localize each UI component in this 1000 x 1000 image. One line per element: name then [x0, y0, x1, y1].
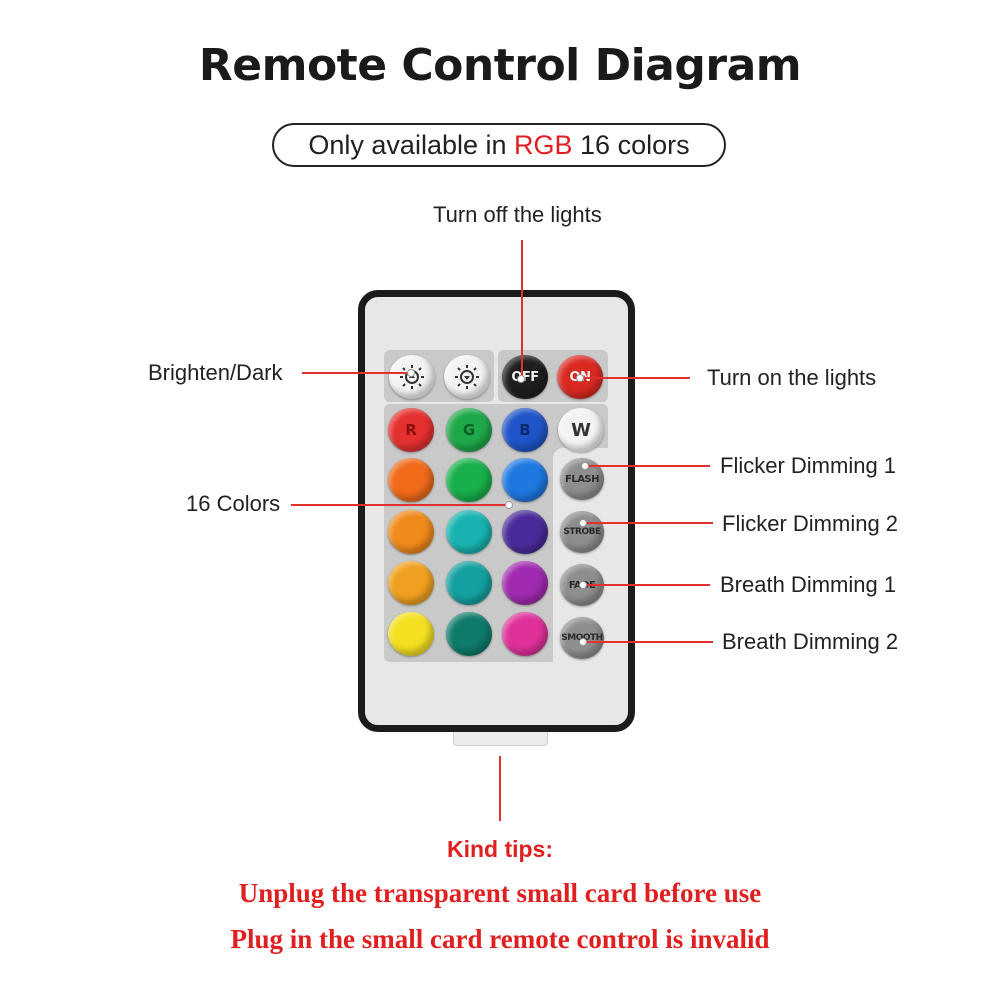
label-turn-off: Turn off the lights	[433, 202, 602, 227]
label-breath-1: Breath Dimming 1	[720, 572, 897, 597]
subtitle-pill: Only available in RGB 16 colors	[272, 123, 726, 167]
color-button[interactable]	[388, 561, 434, 605]
off-button-label: OFF	[511, 369, 539, 385]
color-button[interactable]	[502, 458, 548, 502]
brightness-down-icon	[455, 365, 479, 389]
white-button-label: W	[571, 419, 591, 441]
label-flicker-2: Flicker Dimming 2	[722, 511, 899, 536]
brighten-button[interactable]	[389, 355, 435, 399]
color-button[interactable]	[388, 510, 434, 554]
dark-button[interactable]	[444, 355, 490, 399]
subtitle-suffix: 16 colors	[572, 130, 690, 160]
color-button[interactable]	[502, 612, 548, 656]
subtitle-highlight: RGB	[514, 130, 573, 160]
flash-button-label: FLASH	[564, 473, 600, 485]
callout-dot	[579, 581, 587, 589]
color-button[interactable]	[502, 510, 548, 554]
tip-line-1: Unplug the transparent small card before…	[238, 878, 762, 908]
blue-button-label: B	[519, 421, 531, 439]
callout-line-tips	[499, 756, 501, 821]
callout-dot	[576, 374, 584, 382]
callout-line-brighten	[302, 372, 412, 374]
callout-line-on	[580, 377, 690, 379]
callout-dot	[505, 501, 513, 509]
subtitle-prefix: Only available in	[308, 130, 515, 160]
red-button[interactable]: R	[388, 408, 434, 452]
battery-card-tab	[453, 732, 548, 746]
callout-line-breath2	[583, 641, 713, 643]
label-brighten-dark: Brighten/Dark	[148, 360, 283, 385]
off-button[interactable]: OFF	[502, 355, 548, 399]
callout-dot	[579, 638, 587, 646]
strobe-button-label: STROBE	[563, 527, 601, 537]
brightness-up-icon	[400, 365, 424, 389]
color-button[interactable]	[446, 561, 492, 605]
green-button-label: G	[462, 421, 476, 439]
color-button[interactable]	[388, 458, 434, 502]
label-flicker-1: Flicker Dimming 1	[720, 453, 897, 478]
white-button[interactable]: W	[558, 408, 604, 452]
strobe-button[interactable]: STROBE	[560, 511, 604, 553]
callout-dot	[517, 375, 525, 383]
callout-line-flicker1	[585, 465, 710, 467]
color-button[interactable]	[388, 612, 434, 656]
callout-line-off	[521, 240, 523, 380]
red-button-label: R	[405, 421, 417, 439]
label-16-colors: 16 Colors	[186, 491, 281, 516]
color-button[interactable]	[446, 510, 492, 554]
green-button[interactable]: G	[446, 408, 492, 452]
page-title: Remote Control Diagram	[198, 40, 802, 91]
color-button[interactable]	[446, 458, 492, 502]
label-turn-on: Turn on the lights	[707, 365, 877, 390]
callout-dot	[579, 519, 587, 527]
tip-line-2: Plug in the small card remote control is…	[230, 924, 770, 954]
color-button[interactable]	[502, 561, 548, 605]
callout-dot	[581, 462, 589, 470]
callout-dot	[407, 369, 415, 377]
blue-button[interactable]: B	[502, 408, 548, 452]
callout-line-flicker2	[583, 522, 713, 524]
color-button[interactable]	[446, 612, 492, 656]
callout-line-breath1	[583, 584, 710, 586]
callout-line-colors	[291, 504, 509, 506]
label-breath-2: Breath Dimming 2	[722, 629, 899, 654]
tips-title: Kind tips:	[446, 836, 554, 862]
